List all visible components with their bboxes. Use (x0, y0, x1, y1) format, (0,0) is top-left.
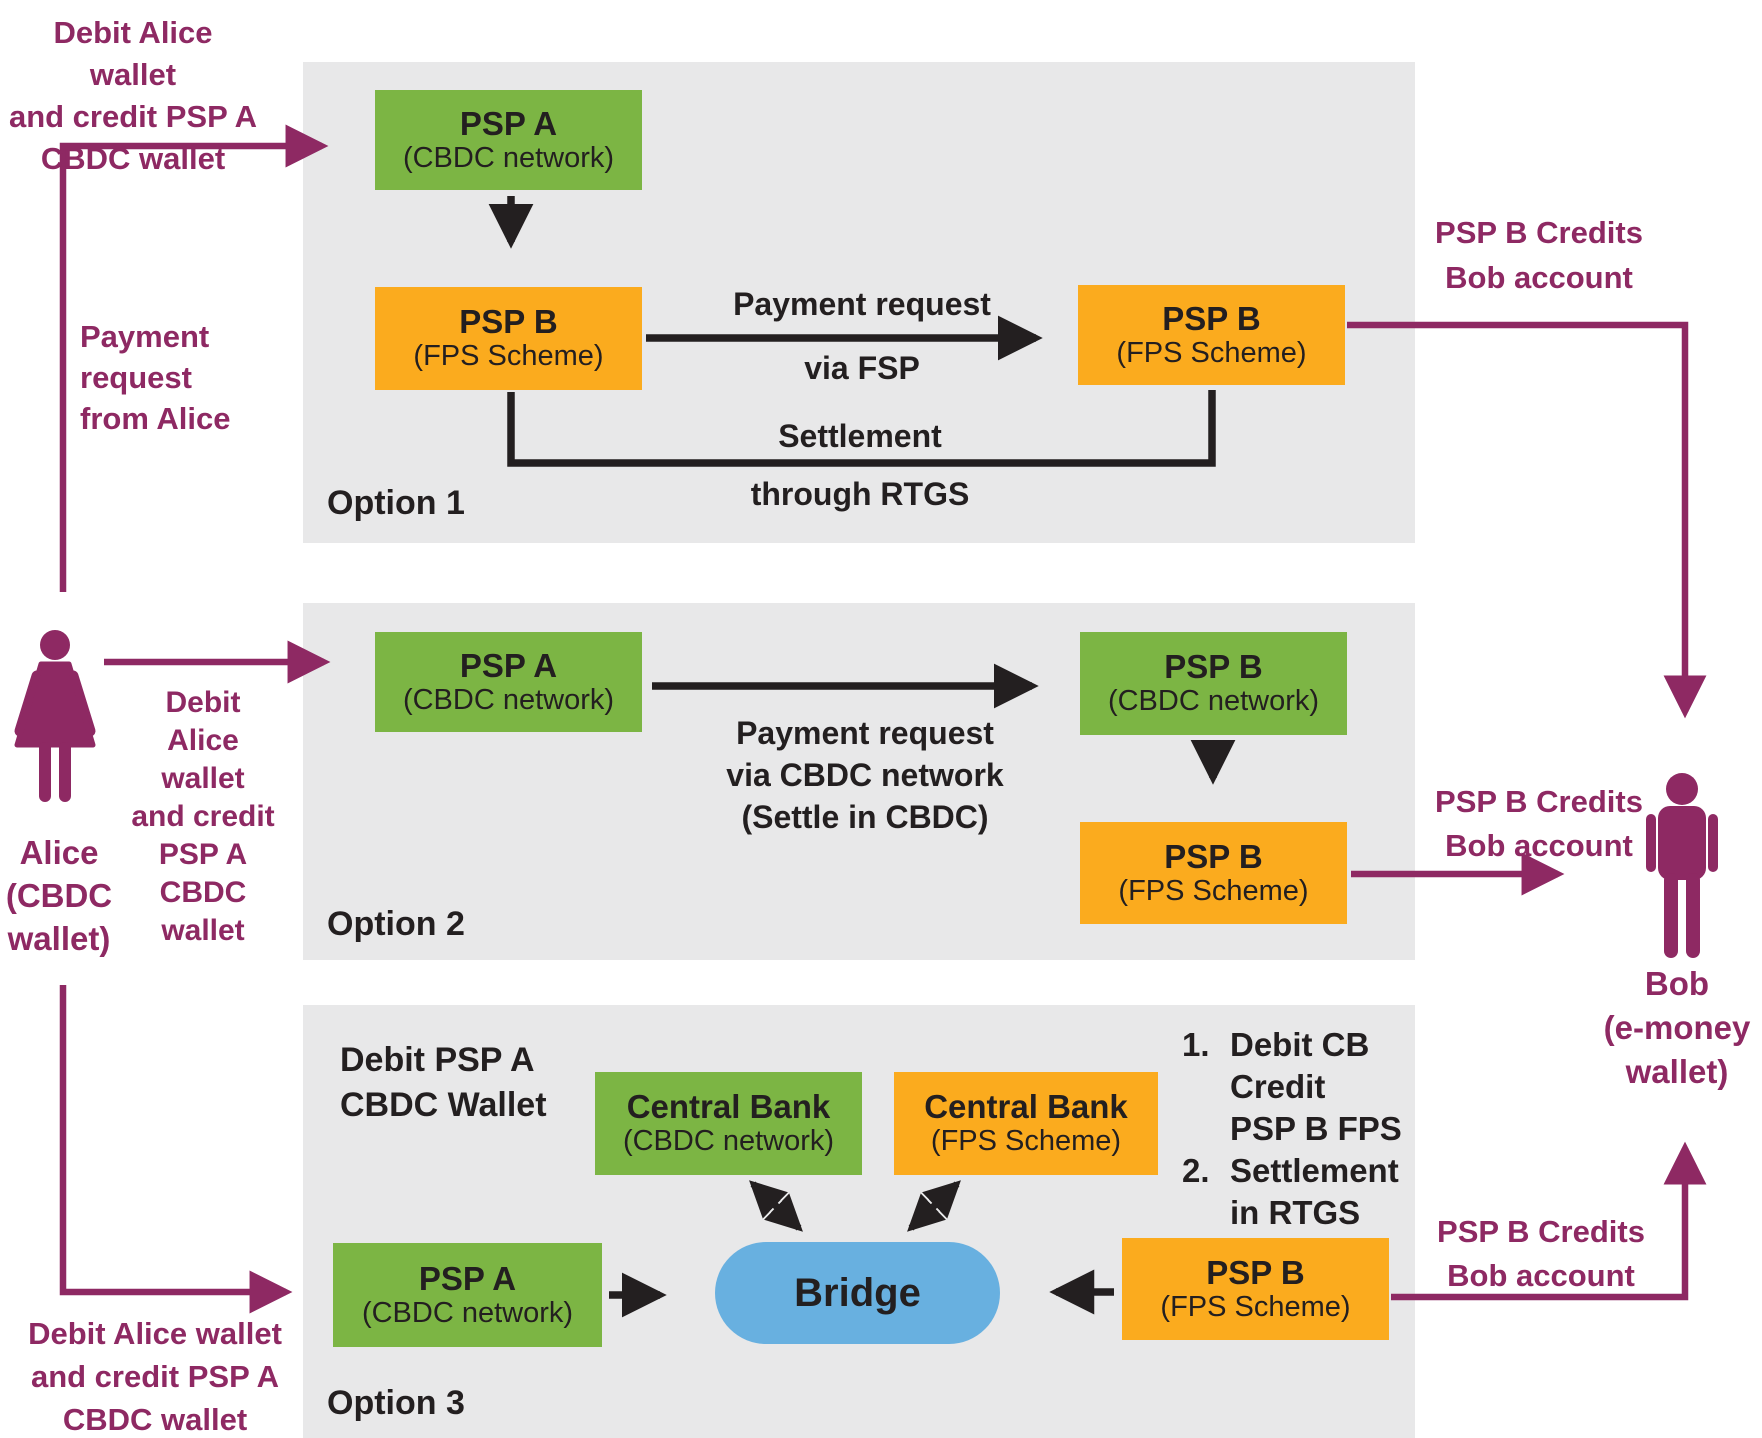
option2-title: Option 2 (327, 905, 465, 943)
box-subtitle: (CBDC network) (1107, 685, 1320, 718)
box-subtitle: (FPS Scheme) (1160, 1290, 1351, 1323)
alice-to-option3-arrow (59, 985, 293, 1314)
annotation-payment-from-alice: Payment request from Alice (80, 319, 231, 436)
option3-central-bank-cbdc-box: Central Bank (CBDC network) (595, 1072, 862, 1175)
option3-debit-label: Debit PSP A CBDC Wallet (340, 1041, 547, 1124)
box-subtitle: (CBDC network) (361, 1296, 574, 1329)
box-title: PSP B (1164, 837, 1263, 875)
box-subtitle: (CBDC network) (622, 1125, 835, 1158)
option2-psp-b-fps-box: PSP B (FPS Scheme) (1080, 822, 1347, 924)
option3-step1-line1: Debit CB (1230, 1026, 1370, 1063)
annotation-top-left: Debit Alice wallet and credit PSP A CBDC… (8, 15, 258, 176)
option1-settlement-label-line1: Settlement (778, 418, 942, 454)
option1-psp-b-left-fps-box: PSP B (FPS Scheme) (375, 287, 642, 390)
option1-psp-b-right-fps-box: PSP B (FPS Scheme) (1078, 285, 1345, 385)
box-title: PSP A (459, 104, 558, 142)
box-subtitle: (FPS Scheme) (1118, 874, 1309, 907)
box-subtitle: (FPS Scheme) (413, 340, 604, 373)
box-title: Central Bank (924, 1088, 1128, 1126)
option2-request-label: Payment request via CBDC network (Settle… (726, 715, 1004, 835)
box-title: PSP B (1164, 648, 1263, 686)
option3-step2-line2: in RTGS (1230, 1194, 1361, 1231)
option1-title: Option 1 (327, 484, 465, 522)
alice-person-icon (14, 630, 96, 802)
option3-step1-num: 1. (1182, 1026, 1210, 1063)
box-title: PSP B (1162, 299, 1261, 337)
annotation-alice-debit: Debit Alice wallet and credit PSP A CBDC… (131, 686, 275, 947)
box-title: Central Bank (626, 1088, 831, 1126)
option3-psp-a-cbdc-box: PSP A (CBDC network) (333, 1243, 602, 1347)
alice-label: Alice (CBDC wallet) (5, 834, 113, 957)
option1-request-label-line2: via FSP (804, 350, 920, 386)
option3-title: Option 3 (327, 1384, 465, 1422)
box-title: PSP B (1206, 1253, 1305, 1291)
option2-psp-b-cbdc-box: PSP B (CBDC network) (1080, 632, 1347, 735)
box-subtitle: (FPS Scheme) (1116, 336, 1307, 369)
option2-psp-a-cbdc-box: PSP A (CBDC network) (375, 632, 642, 732)
option3-step1-line2: Credit (1230, 1068, 1326, 1105)
box-title: PSP B (459, 303, 558, 341)
box-title: PSP A (418, 1259, 517, 1297)
option1-psp-a-cbdc-box: PSP A (CBDC network) (375, 90, 642, 190)
bob-label: Bob (e-money wallet) (1603, 965, 1751, 1090)
option3-step1-line3: PSP B FPS (1230, 1110, 1402, 1147)
box-title: PSP A (459, 646, 558, 684)
box-subtitle: (CBDC network) (402, 683, 615, 716)
annotation-credits-bob-option3: PSP B Credits Bob account (1437, 1214, 1645, 1293)
annotation-bottom-left: Debit Alice wallet and credit PSP A CBDC… (28, 1316, 282, 1437)
option3-central-bank-fps-box: Central Bank (FPS Scheme) (894, 1072, 1158, 1175)
option3-step2-num: 2. (1182, 1152, 1210, 1189)
annotation-credits-bob-option1: PSP B Credits Bob account (1435, 215, 1643, 295)
option3-bridge-box: Bridge (715, 1242, 1000, 1344)
annotation-credits-bob-option2: PSP B Credits Bob account (1435, 784, 1643, 863)
box-subtitle: (CBDC network) (402, 141, 615, 174)
box-subtitle: (FPS Scheme) (930, 1125, 1122, 1158)
option3-psp-b-fps-box: PSP B (FPS Scheme) (1122, 1238, 1389, 1340)
option3-step2-line1: Settlement (1230, 1152, 1399, 1189)
option1-settlement-label-line2: through RTGS (750, 476, 970, 512)
option1-request-label-line1: Payment request (733, 286, 991, 322)
